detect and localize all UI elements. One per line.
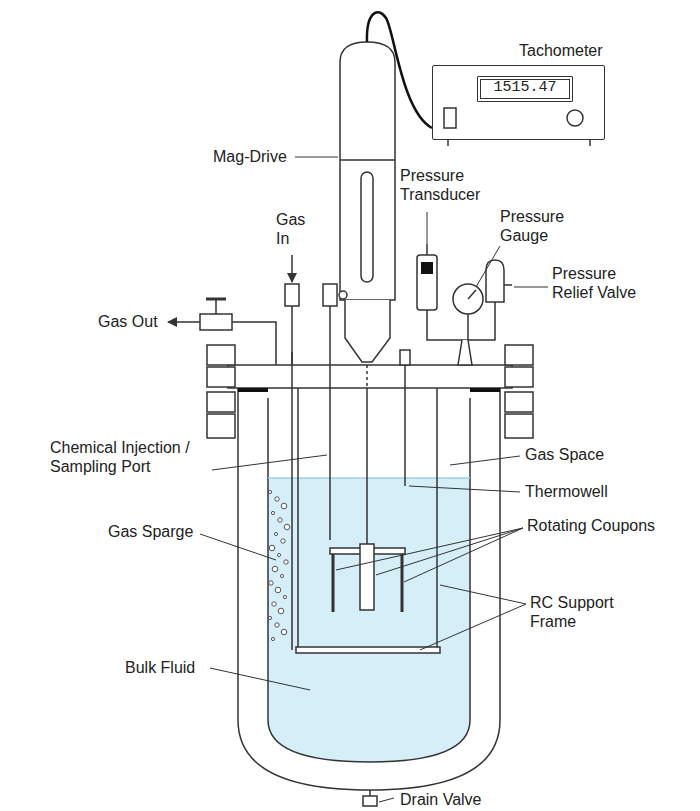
leader-lines bbox=[200, 157, 548, 802]
transducer-wire bbox=[426, 244, 428, 255]
mag-drive-neck bbox=[345, 300, 390, 362]
drain-valve bbox=[363, 796, 377, 806]
drain-valve-label: Drain Valve bbox=[400, 790, 482, 809]
gas-space-label: Gas Space bbox=[525, 445, 604, 464]
gauge-stem bbox=[467, 314, 469, 340]
gas-out-arrow bbox=[168, 321, 200, 323]
gas-out-label: Gas Out bbox=[98, 312, 158, 331]
clamp bbox=[505, 392, 533, 412]
gauge-needle bbox=[468, 290, 476, 299]
thermowell bbox=[404, 350, 406, 486]
shaft bbox=[366, 388, 368, 548]
gas-in-label: Gas In bbox=[276, 210, 310, 248]
vessel-wall bbox=[238, 388, 500, 790]
coupon-hub bbox=[360, 544, 374, 610]
gas-out-valve bbox=[200, 314, 232, 330]
injection-valve bbox=[323, 284, 337, 306]
frame-rod bbox=[436, 388, 438, 648]
relief-valve bbox=[486, 260, 504, 302]
relief-valve-label: Pressure Relief Valve bbox=[552, 264, 642, 302]
injection-port-label: Chemical Injection / Sampling Port bbox=[50, 438, 212, 476]
gas-in-valve bbox=[285, 284, 299, 306]
tach-display: 1515.47 bbox=[477, 76, 573, 102]
gasket bbox=[470, 388, 500, 392]
mag-drive-slot bbox=[361, 172, 373, 282]
gasket bbox=[238, 388, 268, 392]
pressure-transducer bbox=[417, 255, 437, 310]
frame-rod bbox=[297, 388, 299, 648]
clamp bbox=[207, 392, 235, 412]
tachometer-box: Tachometer1515.47 bbox=[432, 65, 605, 140]
tach-foot bbox=[447, 140, 449, 146]
gas-bubbles bbox=[268, 490, 289, 640]
device-heading: Tachometer bbox=[519, 42, 603, 60]
transducer-label: Pressure Transducer bbox=[400, 166, 500, 204]
mag-drive-label: Mag-Drive bbox=[213, 147, 287, 166]
clamp bbox=[505, 414, 533, 438]
coupon bbox=[332, 554, 335, 612]
valve-handle bbox=[339, 291, 347, 299]
coupon bbox=[401, 554, 404, 612]
thermowell-label: Thermowell bbox=[525, 482, 608, 501]
frame-label: RC Support Frame bbox=[530, 593, 630, 631]
fitting bbox=[400, 350, 410, 365]
gauge-label: Pressure Gauge bbox=[500, 207, 580, 245]
shaft bbox=[366, 365, 368, 388]
pressure-fitting bbox=[458, 340, 472, 365]
clamp bbox=[505, 367, 533, 387]
relief-port bbox=[504, 284, 512, 286]
frame-base bbox=[296, 647, 440, 653]
mag-drive-body bbox=[340, 42, 395, 300]
coupons-label: Rotating Coupons bbox=[527, 516, 655, 535]
fitting bbox=[291, 352, 293, 365]
sparge-label: Gas Sparge bbox=[108, 522, 193, 541]
gas-out-pipe bbox=[232, 322, 276, 365]
clamp bbox=[207, 367, 235, 387]
valve-stem bbox=[215, 300, 217, 314]
mag-drive-band bbox=[340, 159, 395, 161]
tach-knob bbox=[567, 110, 583, 126]
power-switch bbox=[444, 108, 456, 128]
transducer-head bbox=[421, 262, 433, 274]
clamp bbox=[505, 345, 533, 365]
sparge-tube bbox=[291, 306, 293, 650]
display-reading: 1515.47 bbox=[478, 77, 572, 99]
pressure-gauge bbox=[453, 284, 483, 314]
clamp bbox=[207, 345, 235, 365]
clamp bbox=[207, 414, 235, 438]
valve-wheel bbox=[206, 298, 226, 301]
bulk-fluid-label: Bulk Fluid bbox=[125, 658, 195, 677]
gas-in-arrow bbox=[291, 255, 293, 282]
flange-plate bbox=[228, 365, 512, 388]
tach-foot bbox=[589, 140, 591, 146]
cable bbox=[367, 12, 432, 128]
injection-tube bbox=[329, 306, 331, 540]
